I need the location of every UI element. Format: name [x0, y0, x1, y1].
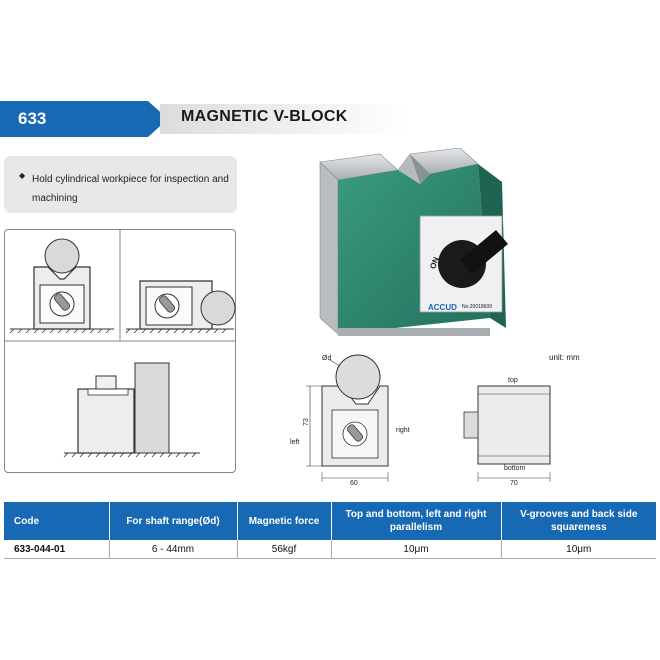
vblock-side-use-diagram — [125, 280, 236, 334]
table-header-row: Code For shaft range(Ød) Magnetic force … — [4, 502, 656, 540]
height-dim: 73 — [303, 418, 310, 426]
front-view — [306, 354, 389, 482]
cell-squareness: 10μm — [501, 540, 656, 559]
cell-shaft-range: 6 - 44mm — [109, 540, 238, 559]
top-label: top — [508, 377, 518, 384]
col-header-code: Code — [4, 502, 110, 540]
col-header-shaft-range: For shaft range(Ød) — [109, 502, 238, 540]
product-photo: ON ACCUD No.20018609 — [319, 148, 508, 336]
right-label: right — [396, 427, 410, 434]
application-diagrams — [4, 229, 236, 473]
left-label: left — [290, 439, 299, 446]
product-code-tab: 633 — [0, 101, 168, 137]
cell-parallelism: 10μm — [331, 540, 502, 559]
brand-label: ACCUD — [428, 303, 457, 312]
cell-magnetic-force: 56kgf — [237, 540, 332, 559]
product-code: 633 — [18, 109, 47, 128]
on-label: ON — [428, 256, 441, 271]
feature-box: ◆ Hold cylindrical workpiece for inspect… — [4, 156, 237, 213]
unit-label: unit: mm — [549, 353, 580, 362]
col-header-parallelism: Top and bottom, left and right paralleli… — [331, 502, 502, 540]
technical-drawing: Ød 73 left right 60 top bottom 70 — [290, 354, 551, 487]
bullet-icon: ◆ — [19, 171, 26, 180]
col-header-magnetic-force: Magnetic force — [237, 502, 332, 540]
spec-table: Code For shaft range(Ød) Magnetic force … — [4, 502, 656, 559]
bottom-label: bottom — [504, 465, 526, 472]
product-title: MAGNETIC V-BLOCK — [181, 108, 348, 125]
width-dim: 60 — [350, 480, 358, 487]
table-row: 633-044-01 6 - 44mm 56kgf 10μm 10μm — [4, 540, 656, 559]
side-view — [463, 385, 551, 482]
title-band — [160, 104, 405, 134]
vblock-angle-plate-diagram — [63, 362, 200, 458]
vblock-top-use-diagram — [9, 238, 114, 334]
diameter-label: Ød — [322, 355, 331, 362]
serial-label: No.20018609 — [462, 304, 492, 310]
col-header-squareness: V-grooves and back side squareness — [501, 502, 656, 540]
cell-code: 633-044-01 — [4, 540, 110, 559]
length-dim: 70 — [510, 480, 518, 487]
usage-illustration — [4, 229, 236, 458]
feature-text: Hold cylindrical workpiece for inspectio… — [32, 174, 229, 204]
